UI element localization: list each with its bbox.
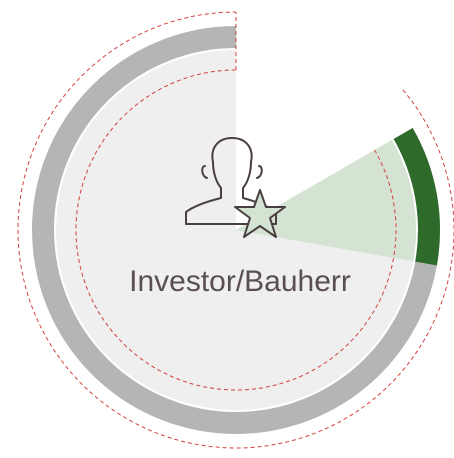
highlighted-segment-fill (236, 140, 417, 262)
star-icon (234, 189, 286, 238)
highlighted-segment-ring (393, 128, 440, 266)
gap-sector (236, 24, 415, 230)
dashed-outer-guide (17, 11, 454, 449)
role-label: Investor/Bauherr (129, 265, 351, 298)
person-icon (185, 137, 277, 225)
